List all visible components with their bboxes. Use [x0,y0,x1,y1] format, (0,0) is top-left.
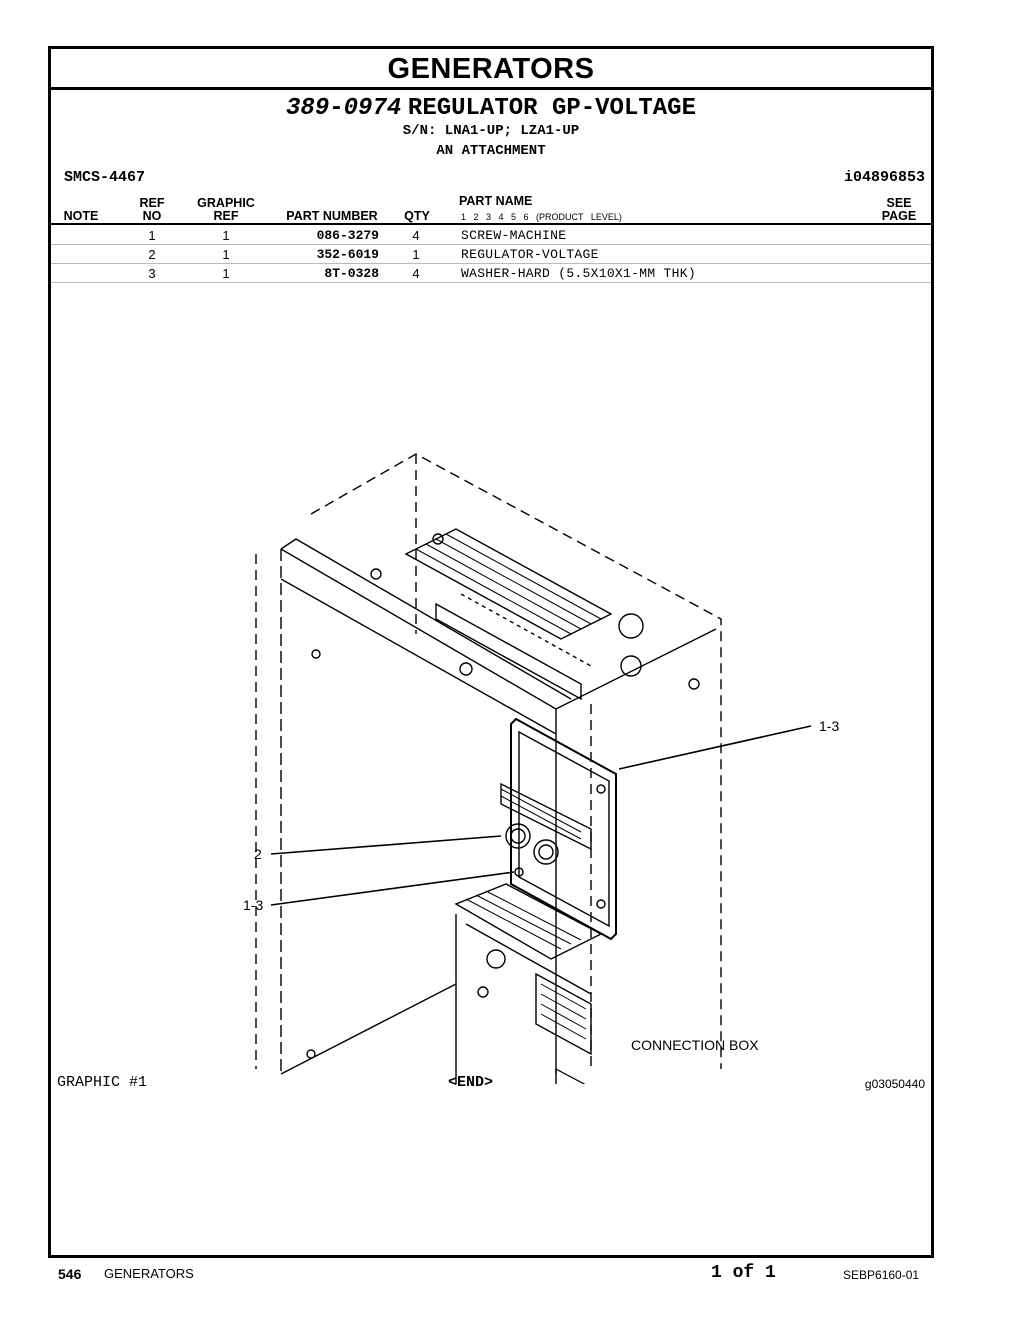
header-note: NOTE [63,209,99,223]
connection-box-label: CONNECTION BOX [631,1037,759,1053]
footer-section: GENERATORS [104,1266,194,1281]
attachment-label: AN ATTACHMENT [436,143,546,159]
terminal-block [535,972,592,1056]
callout-1-3-top: 1-3 [819,718,839,734]
table-row: 3 1 8T-0328 4 WASHER-HARD (5.5X10X1-MM T… [51,264,931,283]
part-name: REGULATOR-VOLTAGE [461,247,599,262]
enclosure-outline-dashed [310,453,722,1069]
ref-no: 2 [148,247,156,262]
table-row: 1 1 086-3279 4 SCREW-MACHINE [51,226,931,245]
header-graphic-top: GRAPHIC [197,196,255,210]
lower-vent-grille [454,883,603,960]
exploded-view-graphic: 1-3 2 1-3 CONNECTION BOX [243,453,839,1084]
graphic-label: GRAPHIC #1 [57,1074,148,1091]
graphic-id: g03050440 [864,1077,925,1091]
callout-2: 2 [254,846,262,862]
top-vent-grille [404,528,613,640]
regulator-panel [510,717,617,941]
section-title: GENERATORS [51,49,931,90]
header-see-bottom: PAGE [881,209,917,223]
qty: 1 [412,247,420,262]
header-qty: QTY [404,209,430,223]
header-part-number: PART NUMBER [286,209,378,223]
header-ref-top: REF [139,196,165,210]
header-part-name: PART NAME [459,194,533,208]
smcs-code: SMCS-4467 [64,169,146,186]
part-name: SCREW-MACHINE [461,228,567,243]
part-heading: 389-0974 REGULATOR GP-VOLTAGE [51,93,931,122]
group-part-number: 389-0974 [286,95,402,122]
regulator-knob [533,839,559,865]
serial-numbers: S/N: LNA1-UP; LZA1-UP [402,123,580,139]
table-header-divider [51,223,931,225]
info-id: i04896853 [843,169,925,186]
part-number: 086-3279 [316,228,379,243]
qty: 4 [412,228,420,243]
header-graphic-bottom: REF [213,209,239,223]
doc-id: SEBP6160-01 [843,1268,920,1282]
group-part-title: REGULATOR GP-VOLTAGE [407,95,696,122]
regulator-knob [505,823,531,849]
graphic-ref: 1 [222,247,230,262]
table-row: 2 1 352-6019 1 REGULATOR-VOLTAGE [51,245,931,264]
part-number: 8T-0328 [324,266,379,281]
header-ref-bottom: NO [142,209,162,223]
qty: 4 [412,266,420,281]
part-name: WASHER-HARD (5.5X10X1-MM THK) [461,266,696,281]
end-marker: <END> [448,1074,494,1091]
part-number: 352-6019 [316,247,379,262]
header-product-levels: 1 2 3 4 5 6 (PRODUCT LEVEL) [461,212,622,222]
screw-mount [514,867,524,877]
graphic-ref: 1 [222,266,230,281]
page-frame: GENERATORS 389-0974 REGULATOR GP-VOLTAGE… [48,46,934,1258]
graphic-ref: 1 [222,228,230,243]
callout-1-3-bottom: 1-3 [243,897,263,913]
ref-no: 1 [148,228,156,243]
page-of: 1 of 1 [711,1263,776,1283]
header-see-top: SEE [886,196,912,210]
page-number: 546 [58,1266,82,1282]
ref-no: 3 [148,266,156,281]
